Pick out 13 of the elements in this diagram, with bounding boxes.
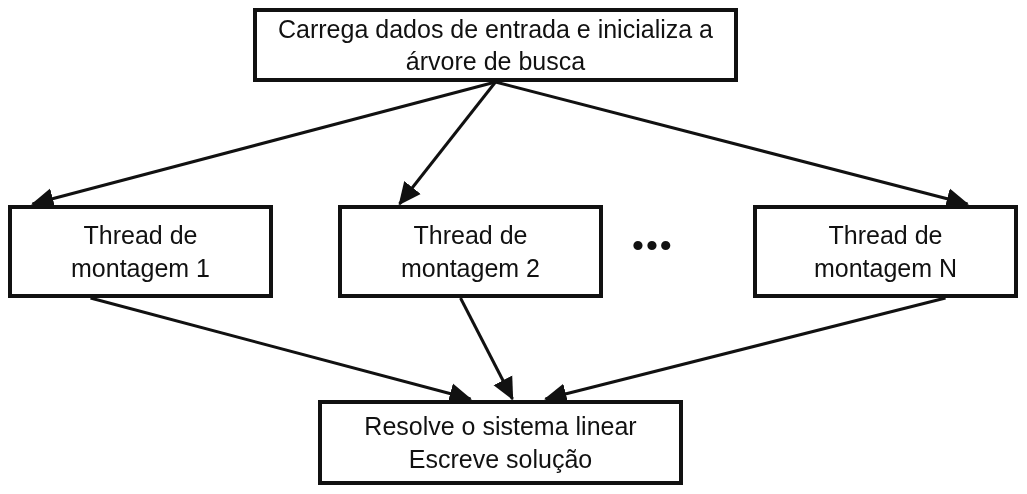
box-text: Thread de montagem N: [812, 220, 959, 284]
ellipsis-dots: •••: [632, 226, 674, 265]
process-box: [8, 205, 273, 298]
process-box: [753, 205, 1018, 298]
arrow: [398, 81, 497, 206]
box-text: Carrega dados de entrada e inicializa a árvore de busca: [277, 13, 714, 77]
process-box: [338, 205, 603, 298]
box-text: Resolve o sistema linear Escreve solução: [363, 411, 638, 475]
arrow: [459, 297, 514, 401]
process-box: [318, 400, 683, 485]
process-box: [253, 8, 738, 82]
box-text: Thread de montagem 1: [70, 220, 211, 284]
box-text: Thread de montagem 2: [400, 220, 541, 284]
